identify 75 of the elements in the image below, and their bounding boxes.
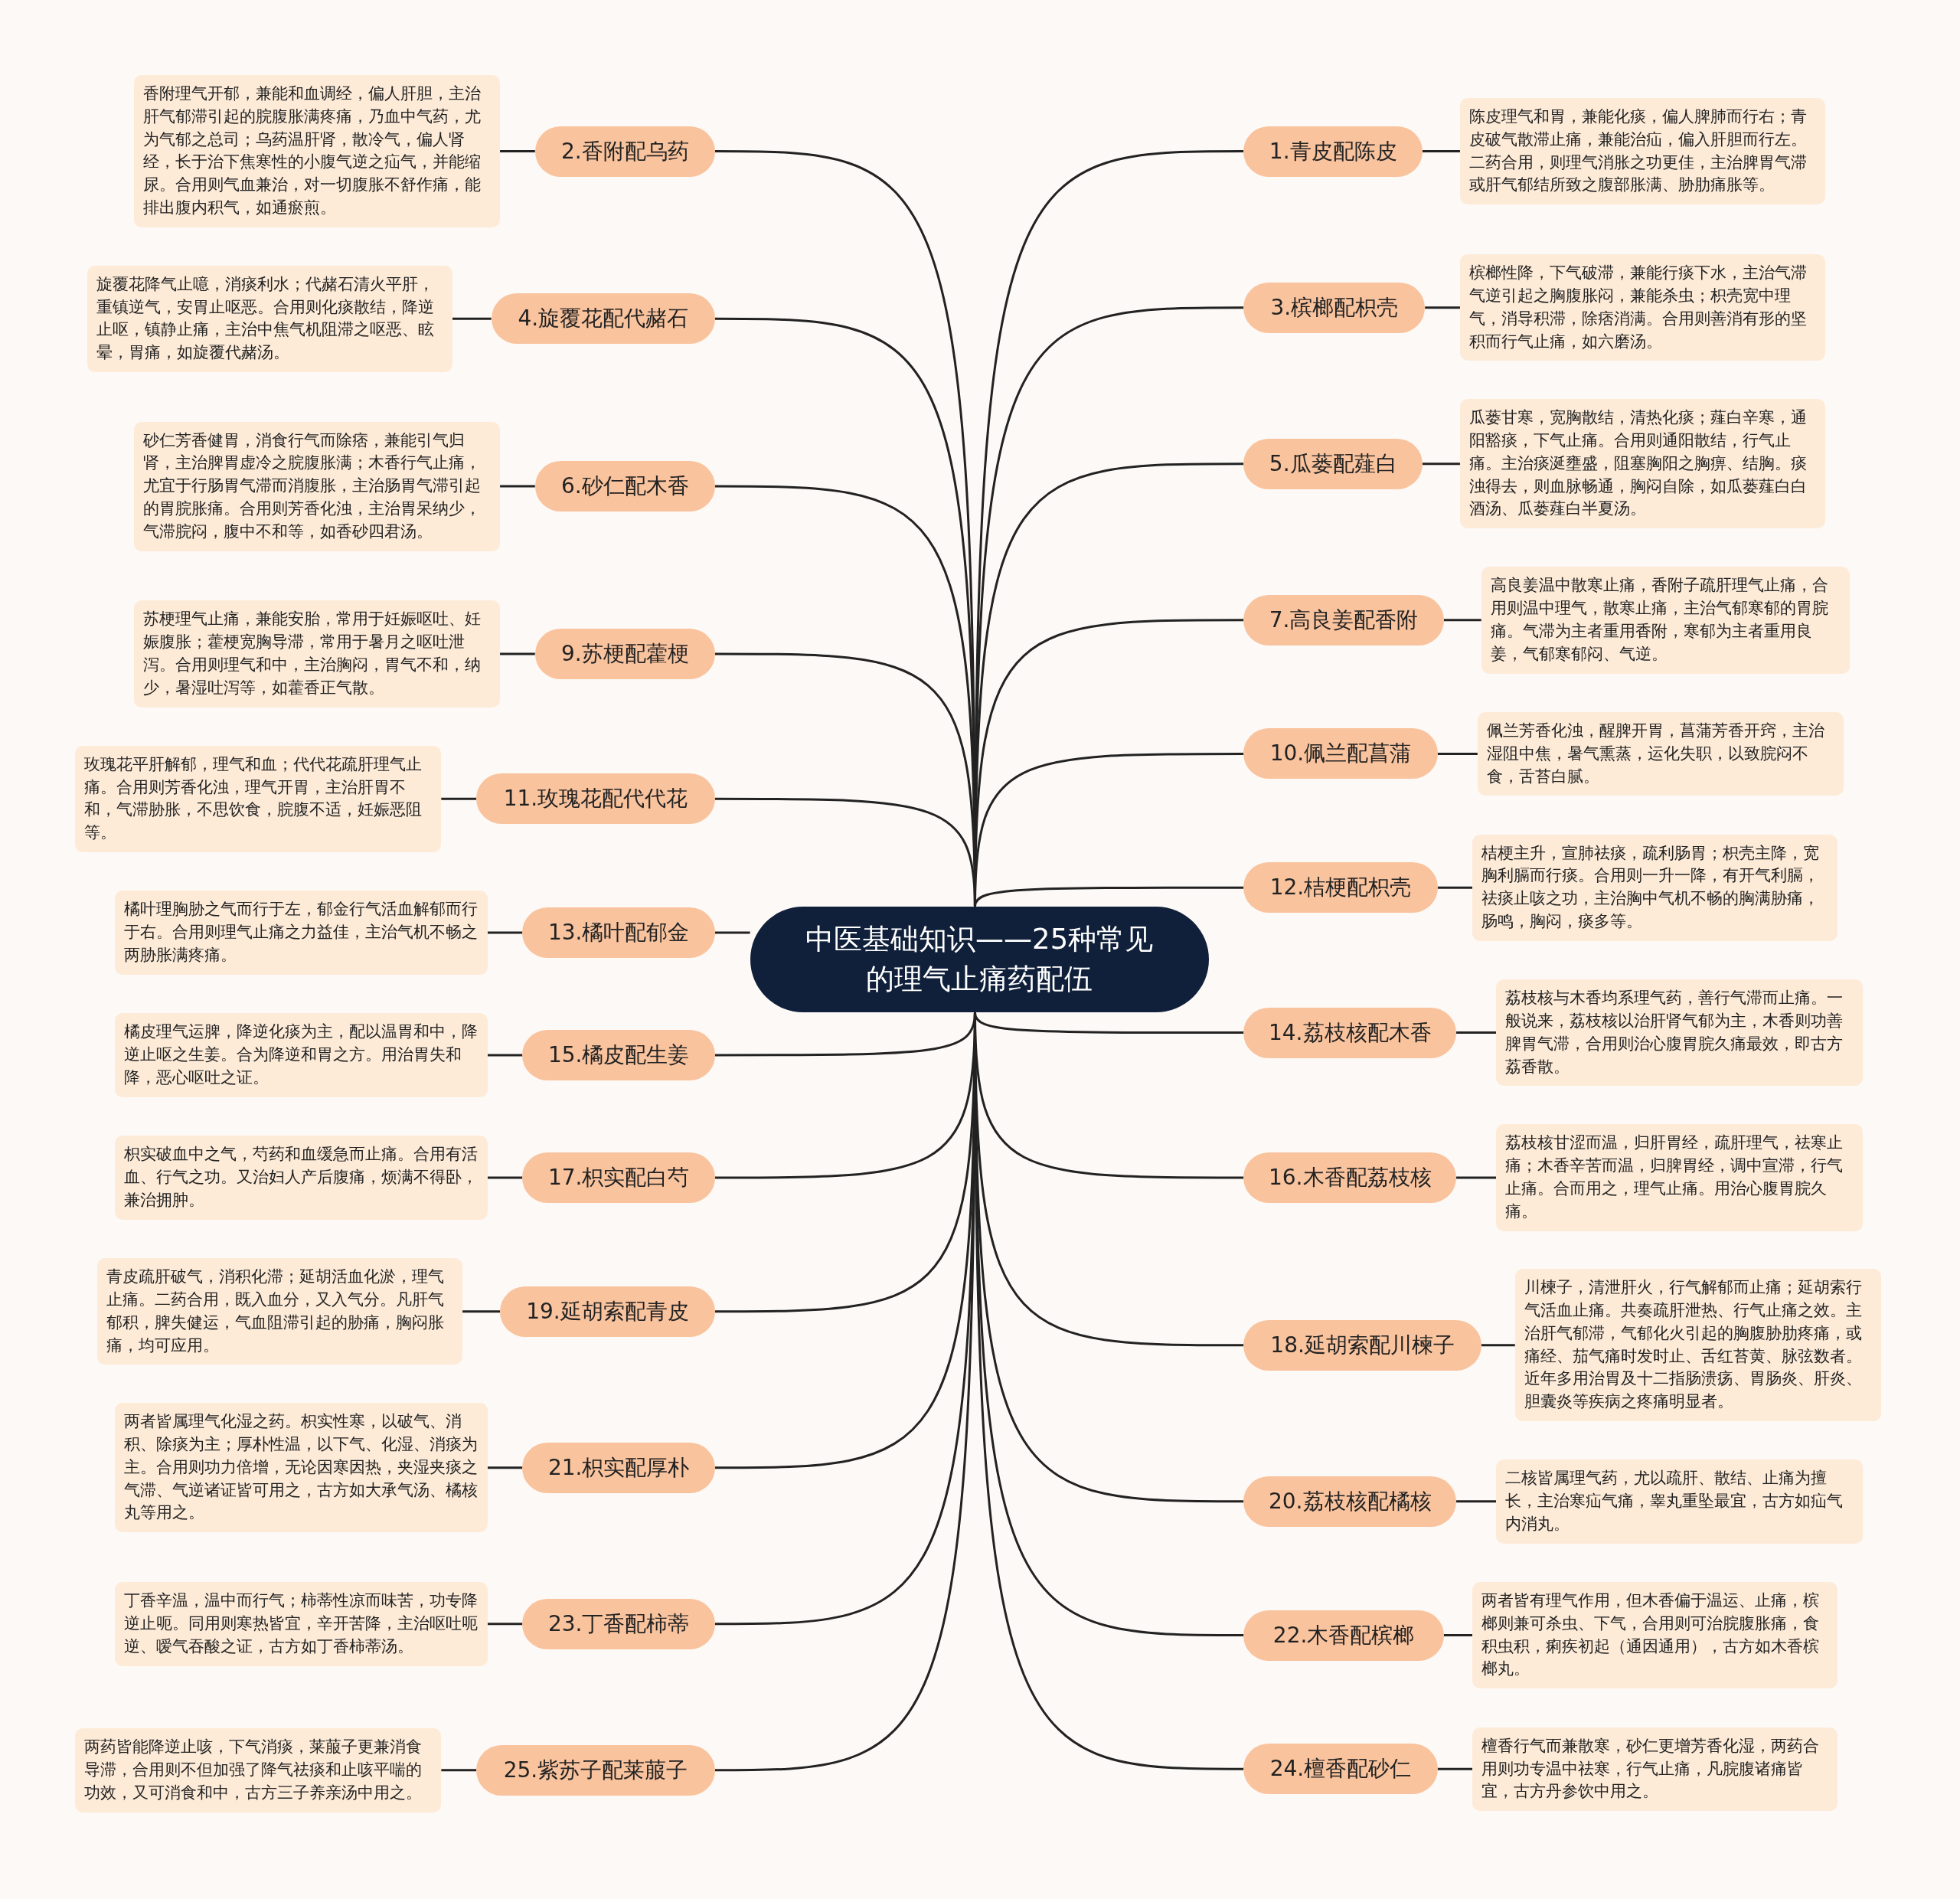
connector-line xyxy=(1443,619,1481,622)
description-box: 枳实破血中之气，芍药和血缓急而止痛。合用有活血、行气之功。又治妇人产后腹痛，烦满不得卧，兼治拥肿。 xyxy=(115,1136,488,1220)
connector-line xyxy=(441,1769,477,1772)
description-box: 丁香辛温，温中而行气；柿蒂性凉而味苦，功专降逆止呃。同用则寒热皆宜，辛开苦降，主治呕吐呃逆、嗳气吞酸之证，古方如丁香柿蒂汤。 xyxy=(115,1582,488,1666)
branch-topic-box: 16.木香配荔枝核 xyxy=(1243,1152,1457,1203)
connector-line xyxy=(1443,1634,1473,1636)
description-box: 橘叶理胸胁之气而行于左，郁金行气活血解郁而行于右。合用则理气止痛之力益佳，主治气机不畅之两胁胀满疼痛。 xyxy=(115,891,488,975)
branch-topic-box: 15.橘皮配生姜 xyxy=(522,1029,715,1080)
connector-line xyxy=(1437,886,1473,889)
branch-topic-box: 22.木香配槟榔 xyxy=(1243,1610,1444,1661)
connector-line xyxy=(974,886,1244,907)
connector-line xyxy=(1456,1500,1497,1503)
description-box: 陈皮理气和胃，兼能化痰，偏人脾肺而行右；青皮破气散滞止痛，兼能治疝，偏入肝胆而行左。二药合用，则理气消胀之功更佳，主治脾胃气滞或肝气郁结所致之腹部胀满、胁肋痛胀等。 xyxy=(1459,98,1825,205)
connector-line xyxy=(1437,753,1478,755)
description-box: 砂仁芳香健胃，消食行气而除痞，兼能引气归肾，主治脾胃虚冷之脘腹胀满；木香行气止痛，尤宜于行肠胃气滞而消腹胀，主治肠胃气滞引起的胃脘胀痛。合用则芳香化浊，主治胃呆纳少，气滞脘闷，腹中不和等，如香砂四君汤。 xyxy=(133,421,501,551)
branch-topic-box: 13.橘叶配郁金 xyxy=(522,907,715,958)
description-box: 荔枝核甘涩而温，归肝胃经，疏肝理气，祛寒止痛；木香辛苦而温，归脾胃经，调中宣滞，行气止痛。合而用之，理气止痛。用治心腹胃脘久痛。 xyxy=(1496,1124,1863,1231)
description-box: 二核皆属理气药，尤以疏肝、散结、止痛为擅长，主治寒疝气痛，睾丸重坠最宜，古方如疝气内消丸。 xyxy=(1496,1459,1863,1544)
description-box: 玫瑰花平肝解郁，理气和血；代代花疏肝理气止痛。合用则芳香化浊，理气开胃，主治肝胃不和，气滞胁胀，不思饮食，脘腹不适，妊娠恶阻等。 xyxy=(74,745,442,852)
branch-topic-box: 21.枳实配厚朴 xyxy=(522,1442,715,1493)
description-box: 桔梗主升，宣肺祛痰，疏利肠胃；枳壳主降，宽胸利膈而行痰。合用则一升一降，有开气利膈，祛痰止咳之功，主治胸中气机不畅的胸满胁痛，肠鸣，胸闷，痰多等。 xyxy=(1472,834,1838,941)
description-box: 橘皮理气运脾，降逆化痰为主，配以温胃和中，降逆止呕之生姜。合为降逆和胃之方。用治胃失和降，恶心呕吐之证。 xyxy=(115,1013,488,1097)
connector-line xyxy=(487,1054,523,1057)
connector-line xyxy=(1422,150,1460,153)
branch-topic-box: 24.檀香配砂仁 xyxy=(1243,1744,1438,1795)
description-box: 槟榔性降，下气破滞，兼能行痰下水，主治气滞气逆引起之胸腹胀闷，兼能杀虫；枳壳宽中理气，消导积滞，除痞消满。合用则善消有形的坚积而行气止痛，如六磨汤。 xyxy=(1459,254,1825,361)
connector-line xyxy=(487,931,523,934)
branch-topic-box: 10.佩兰配菖蒲 xyxy=(1243,728,1438,780)
connector-line xyxy=(714,931,750,934)
description-box: 佩兰芳香化浊，醒脾开胃，菖蒲芳香开窍，主治湿阻中焦，暑气熏蒸，运化失职，以致脘闷不食，舌苔白腻。 xyxy=(1477,712,1844,796)
branch-topic-box: 23.丁香配柿蒂 xyxy=(522,1598,715,1649)
connector-line xyxy=(1422,462,1460,466)
connector-line xyxy=(1456,1031,1497,1034)
connector-line xyxy=(500,652,535,655)
connector-line xyxy=(487,1623,523,1626)
branch-topic-box: 20.荔枝核配橘核 xyxy=(1243,1476,1457,1527)
connector-line xyxy=(441,797,477,800)
branch-topic-box: 4.旋覆花配代赭石 xyxy=(491,293,715,345)
branch-topic-box: 25.紫苏子配莱菔子 xyxy=(476,1744,715,1796)
connector-line xyxy=(1437,1767,1473,1770)
connector-line xyxy=(462,1310,501,1313)
central-topic-box: 中医基础知识——25种常见的理气止痛药配伍 xyxy=(750,906,1209,1013)
branch-topic-box: 1.青皮配陈皮 xyxy=(1243,126,1423,177)
connector-line xyxy=(487,1466,523,1469)
connector-line xyxy=(500,485,535,488)
branch-topic-box: 3.槟榔配枳壳 xyxy=(1243,282,1426,333)
branch-topic-box: 12.桔梗配枳壳 xyxy=(1243,862,1438,914)
branch-topic-box: 5.瓜蒌配薤白 xyxy=(1243,438,1423,489)
branch-topic-box: 18.延胡索配川楝子 xyxy=(1243,1319,1481,1371)
branch-topic-box: 11.玫瑰花配代代花 xyxy=(476,773,715,825)
branch-topic-box: 6.砂仁配木香 xyxy=(534,461,715,512)
description-box: 青皮疏肝破气，消积化滞；延胡活血化淤，理气止痛。二药合用，既入血分，又入气分。凡肝气郁积，脾失健运，气血阻滞引起的胁痛，胸闷胀痛，均可应用。 xyxy=(97,1258,463,1365)
connector-line xyxy=(1456,1176,1497,1179)
branch-topic-box: 9.苏梗配藿梗 xyxy=(534,628,715,679)
description-box: 高良姜温中散寒止痛，香附子疏肝理气止痛，合用则温中理气，散寒止痛，主治气郁寒郁的胃脘痛。气滞为主者重用香附，寒郁为主者重用良姜，气郁寒郁闷、气逆。 xyxy=(1481,567,1851,674)
connector-line xyxy=(1425,306,1460,309)
description-box: 两者皆属理气化湿之药。枳实性寒，以破气、消积、除痰为主；厚朴性温，以下气、化湿、消痰为主。合用则功力倍增，无论因寒因热，夹湿夹痰之气滞、气逆诸证皆可用之，古方如大承气汤、橘核丸等用之。 xyxy=(115,1403,488,1533)
connector-line xyxy=(487,1176,523,1179)
description-box: 旋覆花降气止噫，消痰利水；代赭石清火平肝，重镇逆气，安胃止呕恶。合用则化痰散结，降逆止呕，镇静止痛，主治中焦气机阻滞之呕恶、眩晕，胃痛，如旋覆代赭汤。 xyxy=(87,265,452,373)
branch-topic-box: 19.延胡索配青皮 xyxy=(500,1286,715,1337)
branch-topic-box: 17.枳实配白芍 xyxy=(522,1152,715,1203)
branch-topic-box: 14.荔枝核配木香 xyxy=(1243,1007,1457,1058)
description-box: 荔枝核与木香均系理气药，善行气滞而止痛。一般说来，荔枝核以治肝肾气郁为主，木香则功善脾胃气滞，合用则治心腹胃脘久痛最效，即古方荔香散。 xyxy=(1496,979,1863,1087)
description-box: 瓜蒌甘寒，宽胸散结，清热化痰；薤白辛寒，通阳豁痰，下气止痛。合用则通阳散结，行气止痛。主治痰涎壅盛，阻塞胸阳之胸痹、结胸。痰浊得去，则血脉畅通，胸闷自除，如瓜蒌薤白白酒汤、瓜蒌薤白半夏汤。 xyxy=(1459,399,1825,529)
connector-line xyxy=(500,150,535,153)
description-box: 檀香行气而兼散寒，砂仁更增芳香化湿，两药合用则功专温中祛寒，行气止痛，凡脘腹诸痛皆宜，古方丹参饮中用之。 xyxy=(1472,1727,1838,1812)
connector-line xyxy=(1481,1344,1515,1347)
description-box: 香附理气开郁，兼能和血调经，偏人肝胆，主治肝气郁滞引起的脘腹胀满疼痛，乃血中气药，尤为气郁之总司；乌药温肝肾，散冷气，偏人肾经，长于治下焦寒性的小腹气逆之疝气，并能缩尿。合用则气血兼治，对一切腹胀不舒作痛，能排出腹内积气，如通瘀煎。 xyxy=(133,75,501,227)
description-box: 两者皆有理气作用，但木香偏于温运、止痛，槟榔则兼可杀虫、下气，合用则可治脘腹胀痛，食积虫积，痢疾初起（通因通用），古方如木香槟榔丸。 xyxy=(1472,1582,1838,1689)
connector-line xyxy=(452,317,492,320)
description-box: 两药皆能降逆止咳，下气消痰，莱菔子更兼消食导滞，合用则不但加强了降气祛痰和止咳平喘的功效，又可消食和中，古方三子养亲汤中用之。 xyxy=(74,1728,442,1812)
description-box: 苏梗理气止痛，兼能安胎，常用于妊娠呕吐、妊娠腹胀；藿梗宽胸导滞，常用于暑月之呕吐泄泻。合用则理气和中，主治胸闷，胃气不和，纳少，暑湿吐泻等，如藿香正气散。 xyxy=(133,600,501,708)
branch-topic-box: 7.高良姜配香附 xyxy=(1243,594,1444,646)
branch-topic-box: 2.香附配乌药 xyxy=(534,126,715,177)
description-box: 川楝子，清泄肝火，行气解郁而止痛；延胡索行气活血止痛。共奏疏肝泄热、行气止痛之效。主治肝气郁滞，气郁化火引起的胸腹胁肋疼痛，或痛经、茄气痛时发时止、舌红苔黄、脉弦数者。近年多用治胃及十二指肠溃疡、胃肠炎、肝炎、胆囊炎等疾病之疼痛明显者。 xyxy=(1514,1269,1882,1422)
